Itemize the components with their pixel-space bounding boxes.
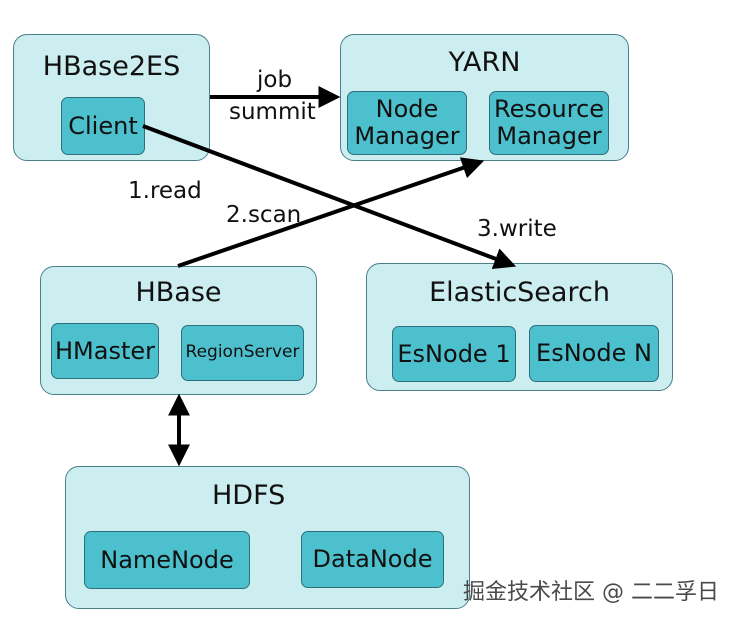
hbase-group: HBase HMaster RegionServer — [40, 266, 317, 395]
job-label: job — [257, 67, 293, 93]
node-manager-node: Node Manager — [347, 91, 467, 155]
elasticsearch-group: ElasticSearch EsNode 1 EsNode N — [366, 263, 673, 391]
hdfs-title: HDFS — [212, 480, 286, 511]
elasticsearch-title: ElasticSearch — [429, 277, 610, 308]
esnode-n-node: EsNode N — [529, 325, 659, 382]
read-label: 1.read — [128, 178, 202, 204]
namenode-node: NameNode — [84, 531, 250, 589]
read-write-arrow — [142, 124, 517, 270]
scan-arrow — [177, 157, 485, 268]
regionserver-node: RegionServer — [181, 325, 304, 381]
hmaster-node: HMaster — [51, 323, 159, 379]
yarn-group: YARN Node Manager Resource Manager — [340, 34, 629, 161]
yarn-title: YARN — [448, 47, 521, 78]
esnode-1-node: EsNode 1 — [392, 326, 516, 382]
summit-label: summit — [229, 99, 316, 125]
hbase2es-group: HBase2ES Client — [13, 34, 210, 161]
datanode-node: DataNode — [301, 531, 444, 588]
hbase2es-title: HBase2ES — [42, 51, 181, 82]
watermark: 掘金技术社区 @ 二二孚日 — [463, 580, 719, 605]
client-node: Client — [61, 97, 145, 155]
resource-manager-node: Resource Manager — [489, 91, 609, 155]
hbase-title: HBase — [135, 277, 222, 308]
scan-label: 2.scan — [226, 202, 302, 228]
write-label: 3.write — [477, 216, 557, 242]
hdfs-group: HDFS NameNode DataNode — [65, 466, 470, 609]
